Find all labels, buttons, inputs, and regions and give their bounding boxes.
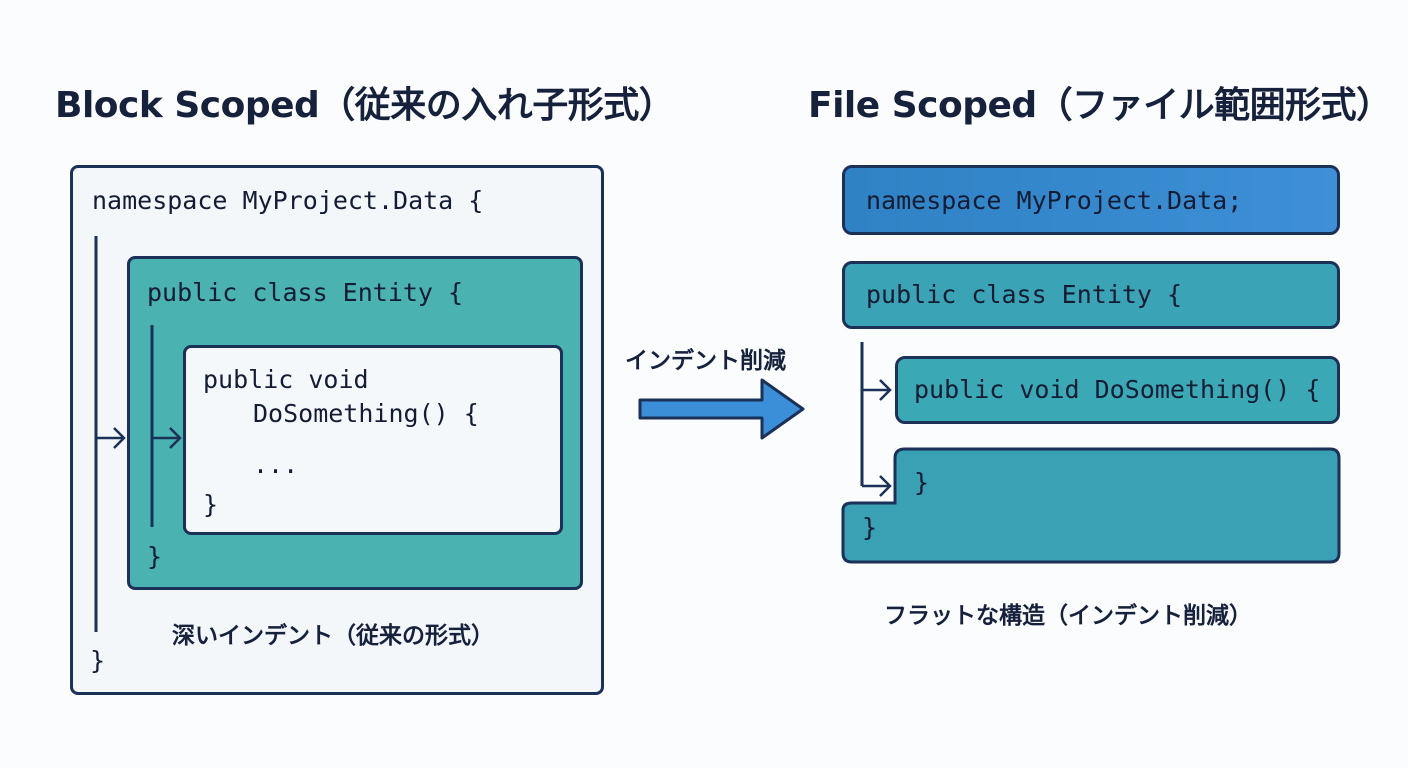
file-namespace-line: namespace MyProject.Data; (866, 186, 1243, 215)
file-indent-arrowhead-2 (879, 475, 892, 497)
indent-arrowhead-inner (169, 427, 182, 449)
class-close-brace: } (147, 542, 163, 571)
method-ellipsis: ... (253, 450, 299, 479)
method-close-brace: } (203, 490, 219, 519)
method-line-1: public void (203, 365, 369, 394)
file-indent-arrowhead-1 (879, 379, 892, 401)
right-caption: フラットな構造（インデント削減） (884, 603, 1252, 629)
file-method-close-brace: } (914, 468, 930, 497)
file-namespace-block (842, 165, 1340, 235)
file-close-block (841, 447, 1341, 564)
file-class-line: public class Entity { (866, 280, 1183, 309)
left-caption: 深いインデント（従来の形式） (172, 623, 494, 649)
file-method-line: public void DoSomething() { (914, 375, 1321, 404)
transform-arrow (638, 378, 805, 440)
indent-arrowhead-outer (113, 427, 126, 449)
arrow-label: インデント削減 (625, 348, 786, 374)
file-class-close-brace: } (862, 513, 878, 542)
file-class-block (842, 261, 1340, 329)
class-line: public class Entity { (147, 278, 464, 307)
namespace-line: namespace MyProject.Data { (92, 186, 484, 215)
method-line-2: DoSomething() { (253, 399, 479, 428)
left-title: Block Scoped（従来の入れ子形式） (55, 85, 675, 126)
method-block (183, 345, 563, 535)
file-method-block (895, 356, 1340, 424)
namespace-close-brace: } (90, 646, 106, 675)
right-title: File Scoped（ファイル範囲形式） (808, 85, 1392, 126)
